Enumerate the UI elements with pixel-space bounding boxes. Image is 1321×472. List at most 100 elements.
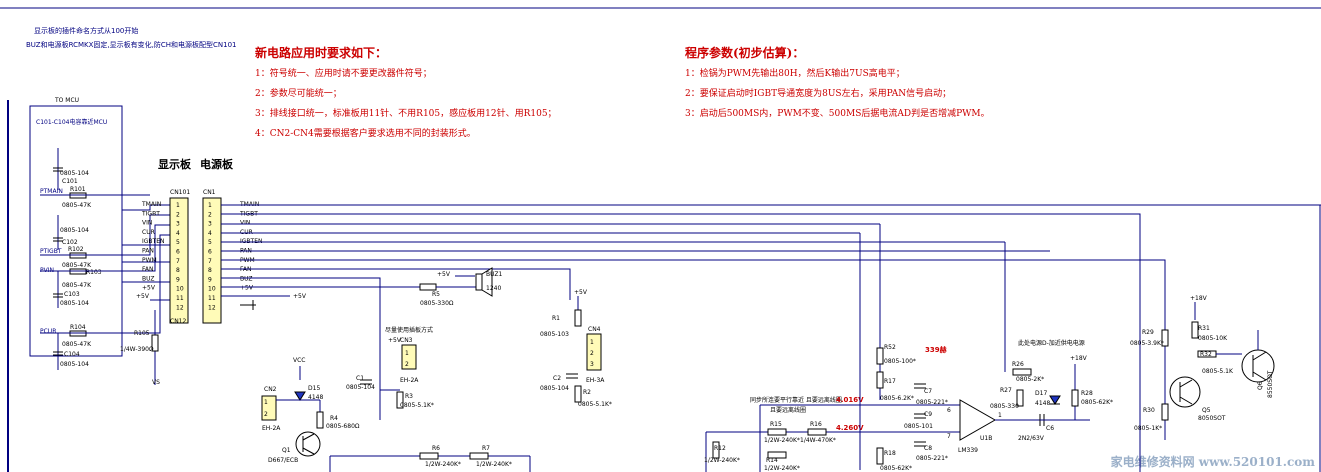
cn1-signal-cur: CUR [240, 229, 253, 236]
svg-text:R29: R29 [1142, 329, 1154, 336]
requirement-item-3: 3：排线接口统一，标准板用11针、不用R105，感应板用12针、用R105； [255, 109, 557, 119]
svg-text:0805-47K: 0805-47K [62, 262, 92, 269]
svg-text:4148: 4148 [1035, 400, 1050, 407]
cn4-circuit: +5V R1 0805-103 CN4 1 2 3 EH-3A C2 0805-… [529, 289, 612, 472]
cn1-pin-5: 5 [208, 239, 212, 246]
cn1-pin-9: 9 [208, 276, 212, 283]
resistor-r5 [419, 283, 437, 291]
svg-text:+5V: +5V [293, 293, 307, 300]
svg-text:8550SOT: 8550SOT [1267, 370, 1274, 398]
cn101-pin-11: 11 [176, 295, 184, 302]
cn1-pin-8: 8 [208, 267, 212, 274]
mcu-connector-box [29, 105, 123, 357]
svg-text:0805-5.1K: 0805-5.1K [1202, 368, 1234, 375]
resistor-r1 [574, 309, 582, 327]
svg-text:R7: R7 [482, 445, 490, 452]
svg-text:C7: C7 [924, 388, 932, 395]
svg-text:0805-101: 0805-101 [904, 423, 933, 430]
rc-network-vin: PVIN R103 0805-47K C103 0805-104 [40, 267, 150, 308]
mcu-box-title: TO MCU [54, 97, 79, 104]
svg-text:C9: C9 [924, 411, 932, 418]
cn1-pin-1: 1 [208, 202, 212, 209]
cn1-pin-10: 10 [208, 286, 216, 293]
cn101-pin-2: 2 [176, 211, 180, 218]
cn101-pin-3: 3 [176, 221, 180, 228]
svg-text:CN3: CN3 [400, 337, 413, 344]
cn101-signal-fan: FAN [142, 266, 154, 273]
cn1-signal-vin: VIN [240, 220, 250, 227]
svg-text:R28: R28 [1081, 390, 1093, 397]
svg-text:EH-2A: EH-2A [400, 377, 419, 384]
svg-text:R5: R5 [432, 291, 440, 298]
cn101-pin-10: 10 [176, 286, 184, 293]
svg-text:+5V: +5V [574, 289, 588, 296]
svg-text:R1: R1 [552, 315, 560, 322]
svg-text:1/4W-470K*: 1/4W-470K* [800, 437, 836, 444]
program-param-item-1: 1：检锅为PWM先输出80H，然后K输出7US高电平； [685, 69, 905, 79]
cn101-pin-4: 4 [176, 230, 180, 237]
svg-text:0805-330Ω: 0805-330Ω [420, 300, 454, 307]
svg-text:PCUR: PCUR [40, 328, 56, 335]
resistor-r31 [1191, 321, 1199, 339]
sync-note: 同步所连要平行靠近 且要远离线圈 [750, 396, 842, 404]
resistor-r30 [1161, 403, 1169, 421]
svg-text:VS: VS [152, 379, 160, 386]
svg-text:0805-62K*: 0805-62K* [1081, 399, 1113, 406]
svg-text:C101: C101 [62, 178, 78, 185]
requirements-title: 新电路应用时要求如下： [255, 46, 388, 60]
svg-text:8050SOT: 8050SOT [1198, 415, 1226, 422]
svg-text:BUZ1: BUZ1 [486, 271, 503, 278]
svg-text:1: 1 [998, 412, 1002, 419]
svg-text:且要远离线圈: 且要远离线圈 [770, 406, 806, 414]
comparator-lm339 [959, 399, 997, 441]
cn101-label: CN101 [170, 189, 190, 196]
svg-text:R102: R102 [68, 246, 84, 253]
svg-text:R30: R30 [1143, 407, 1155, 414]
svg-text:0805-3.9K*: 0805-3.9K* [1130, 340, 1164, 347]
watermark: 家电维修资料网 www.520101.com [1110, 455, 1315, 469]
svg-text:0805-104: 0805-104 [346, 384, 375, 391]
svg-text:1/2W-240K*: 1/2W-240K* [704, 457, 740, 464]
diode-d17 [1049, 395, 1061, 405]
svg-text:+5V: +5V [437, 271, 451, 278]
svg-text:0805-47K: 0805-47K [62, 341, 92, 348]
diode-d15 [294, 391, 306, 401]
cn101-signal-igbten: IGBTEN [142, 238, 164, 245]
resistor-r4 [316, 411, 324, 429]
svg-text:R17: R17 [884, 378, 896, 385]
cn1-pin-7: 7 [208, 258, 212, 265]
svg-text:R105: R105 [134, 330, 150, 337]
program-param-item-2: 2：要保证启动时IGBT导通宽度为8US左右，采用PAN信号启动； [685, 89, 952, 99]
svg-text:4148: 4148 [308, 394, 323, 401]
cn101-pin-8: 8 [176, 267, 180, 274]
svg-text:R6: R6 [432, 445, 440, 452]
svg-text:R3: R3 [405, 393, 413, 400]
resistor-r2 [574, 385, 582, 403]
frequency-label: 339赫 [925, 345, 947, 354]
svg-text:0805-221*: 0805-221* [916, 399, 948, 406]
program-params-title: 程序参数(初步估算)： [685, 46, 805, 60]
cn1-pin-6: 6 [208, 249, 212, 256]
rc-network-tigbt: 0805-104 C102 R102 PTIGBT 0805-47K [40, 215, 150, 269]
cn101-pin-1: 1 [176, 202, 180, 209]
resistor-r28 [1071, 389, 1079, 407]
transistor-q5 [1169, 376, 1201, 408]
cn1-pin-3: 3 [208, 221, 212, 228]
svg-text:R103: R103 [86, 269, 102, 276]
cn101-pin-6: 6 [176, 249, 180, 256]
cn101-signal-tmain: TMAIN [141, 201, 161, 208]
svg-text:R12: R12 [714, 445, 726, 452]
svg-text:0805-680Ω: 0805-680Ω [326, 423, 360, 430]
resistor-r3 [396, 391, 404, 409]
svg-text:0805-104: 0805-104 [60, 170, 89, 177]
svg-text:2: 2 [590, 350, 594, 357]
svg-text:尽量使用插板方式: 尽量使用插板方式 [385, 326, 433, 334]
cn101-pin-12: 12 [176, 304, 184, 311]
svg-text:D667/ECB: D667/ECB [268, 457, 298, 464]
requirement-item-4: 4：CN2-CN4需要根据客户要求选用不同的封装形式。 [255, 129, 476, 139]
svg-text:Q1: Q1 [282, 447, 291, 454]
svg-text:1240: 1240 [486, 285, 501, 292]
